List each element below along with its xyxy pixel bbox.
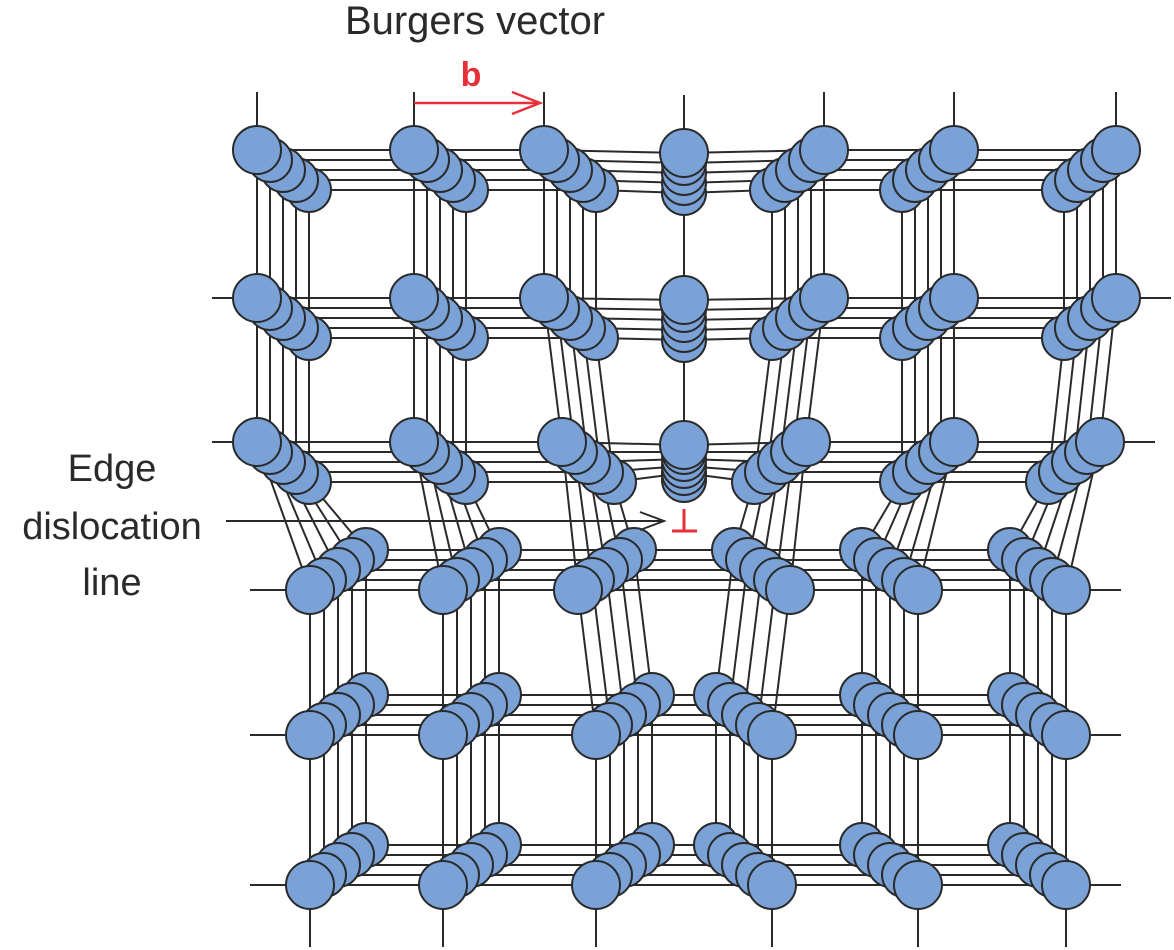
atom	[389, 273, 439, 323]
dislocation-pointer-arrow	[226, 511, 667, 531]
atom	[659, 420, 709, 470]
atom	[418, 710, 468, 760]
atom	[285, 710, 335, 760]
atom	[929, 125, 979, 175]
atom	[1075, 417, 1125, 467]
burgers-b-symbol: b	[461, 56, 482, 94]
atom	[1091, 125, 1141, 175]
atom	[893, 860, 943, 910]
atom	[799, 273, 849, 323]
atom	[232, 417, 282, 467]
atom	[747, 710, 797, 760]
lattice-atoms	[232, 125, 1141, 910]
atom	[571, 710, 621, 760]
atom	[1091, 273, 1141, 323]
atom	[659, 275, 709, 325]
edge-label-line-1: Edge	[68, 448, 157, 490]
atom	[659, 128, 709, 178]
lattice-bonds	[212, 92, 1171, 947]
atom	[537, 417, 587, 467]
atom	[285, 860, 335, 910]
atom	[1041, 710, 1091, 760]
atom	[1041, 565, 1091, 615]
atom	[929, 417, 979, 467]
atom	[418, 565, 468, 615]
atom	[232, 125, 282, 175]
edge-label-line-3: line	[82, 562, 141, 604]
atom	[389, 125, 439, 175]
atom	[519, 125, 569, 175]
atom	[553, 565, 603, 615]
atom	[929, 273, 979, 323]
atom	[519, 273, 569, 323]
burgers-vector-label: Burgers vector	[345, 0, 605, 43]
atom	[765, 565, 815, 615]
edge-label-line-2: dislocation	[22, 506, 202, 548]
atom	[232, 273, 282, 323]
atom	[1041, 860, 1091, 910]
burgers-vector-arrow	[414, 90, 544, 116]
atom	[799, 125, 849, 175]
dislocation-symbol	[672, 509, 697, 533]
atom	[893, 710, 943, 760]
atom	[893, 565, 943, 615]
atom	[418, 860, 468, 910]
atom	[747, 860, 797, 910]
atom	[571, 860, 621, 910]
atom	[781, 417, 831, 467]
atom	[389, 417, 439, 467]
atom	[285, 565, 335, 615]
